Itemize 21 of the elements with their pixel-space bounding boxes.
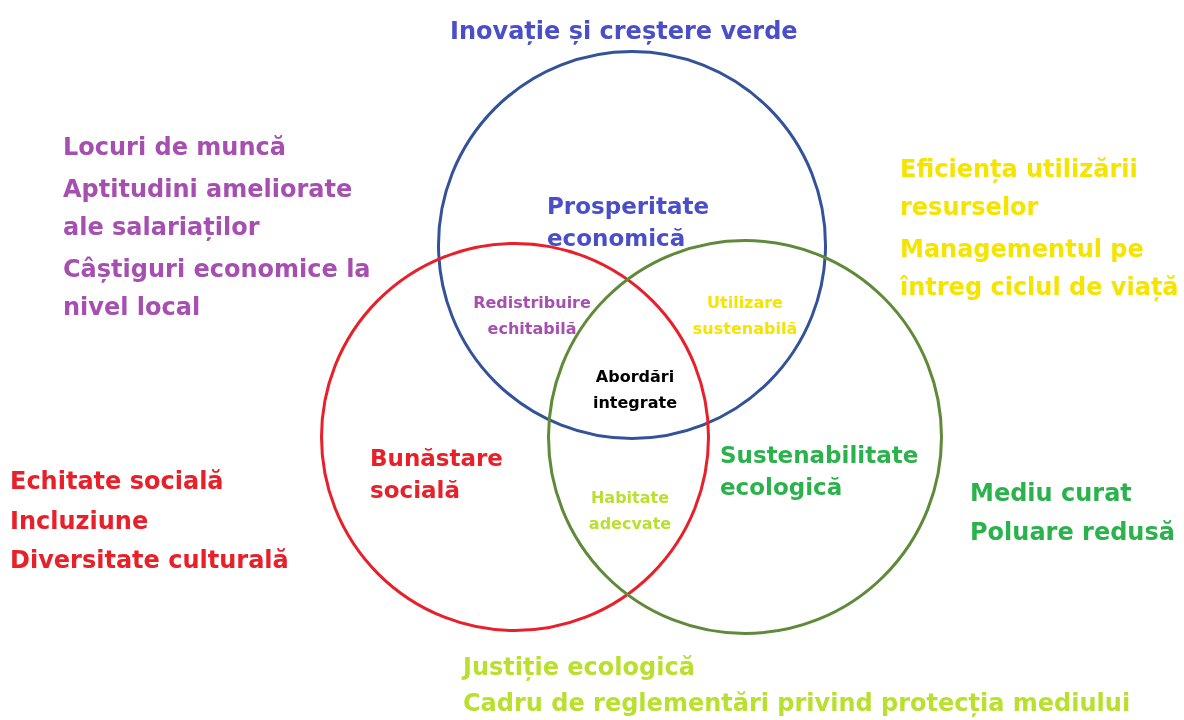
text-label: Justiție ecologică — [463, 652, 696, 683]
circle-title: Prosperitate economică — [547, 192, 711, 254]
overlap-label: Abordări integrate — [592, 366, 678, 414]
text-label: Mediu curat — [970, 478, 1133, 509]
text-label: Aptitudini ameliorate ale salariaților — [63, 174, 354, 244]
overlap-label: Utilizare sustenabilă — [691, 292, 799, 340]
text-label: Incluziune — [10, 506, 150, 537]
text-label: Managementul pe întreg ciclul de viață — [900, 234, 1180, 304]
venn-circle — [437, 50, 827, 440]
text-label: Diversitate culturală — [10, 545, 290, 576]
text-label: Câștiguri economice la nivel local — [63, 254, 372, 324]
overlap-label: Redistribuire echitabilă — [472, 292, 592, 340]
circle-title: Bunăstare socială — [370, 444, 504, 506]
text-label: Echitate socială — [10, 466, 225, 497]
text-label: Inovație și creștere verde — [450, 16, 799, 47]
text-label: Cadru de reglementări privind protecția mediului — [463, 688, 1132, 719]
text-label: Eficiența utilizării resurselor — [900, 154, 1139, 224]
text-label: Locuri de muncă — [63, 132, 287, 163]
text-label: Poluare redusă — [970, 517, 1176, 548]
circle-title: Sustenabilitate ecologică — [720, 441, 920, 503]
overlap-label: Habitate adecvate — [587, 487, 673, 535]
